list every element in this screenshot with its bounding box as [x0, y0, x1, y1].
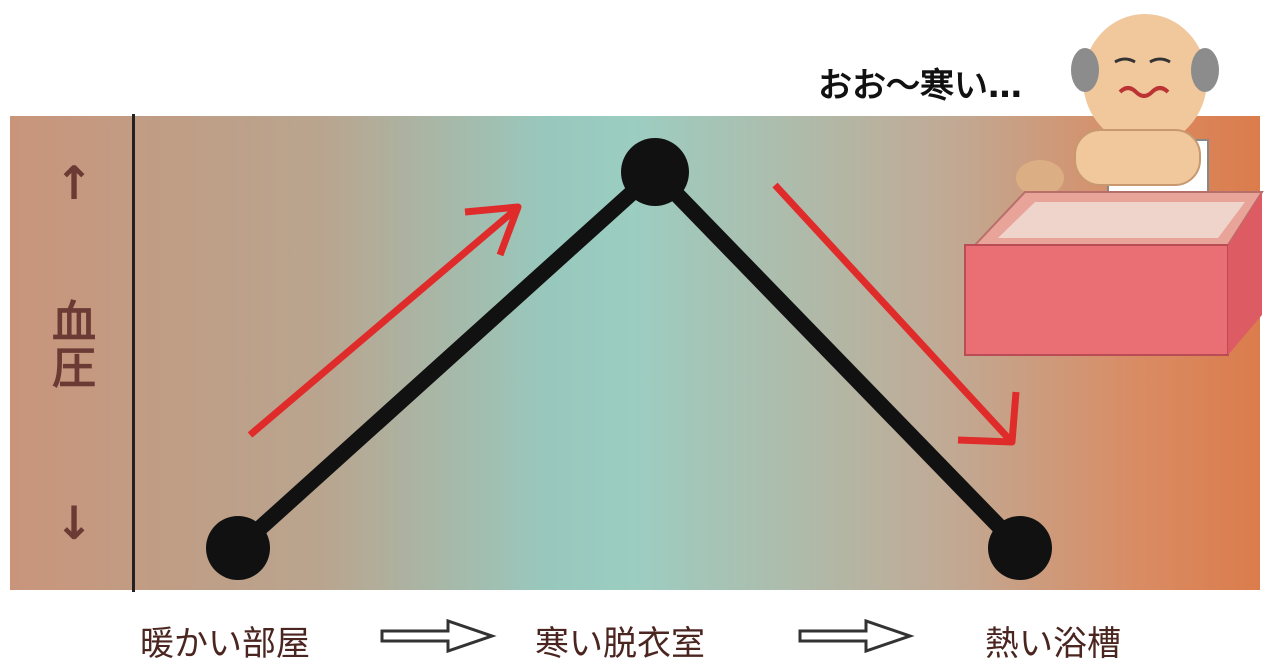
stage-hot-bath: 熱い浴槽 [985, 624, 1121, 664]
point-hot-bath [988, 516, 1052, 580]
bath-water [998, 202, 1245, 238]
old-man-eyes [1114, 57, 1171, 64]
old-man-hair-right [1191, 48, 1219, 92]
up-arrow-icon: ↑ [54, 156, 94, 210]
axis-label-blood-pressure: 血圧 [44, 297, 104, 395]
axis-label-char: 血 [52, 297, 96, 348]
speech-bubble: おお～寒い… [818, 66, 1022, 106]
old-man-head [1083, 14, 1207, 146]
old-man-shivering-mouth [1118, 86, 1170, 98]
old-man-knee [1016, 160, 1064, 196]
blood-pressure-line [232, 164, 1026, 554]
down-arrow-icon: ↓ [54, 496, 94, 550]
bathtub-side [1228, 192, 1262, 355]
flow-arrow-2-icon [798, 618, 915, 654]
flow-arrow-1-icon [380, 618, 497, 654]
point-warm-room [206, 516, 270, 580]
old-man-hair-left [1071, 48, 1099, 92]
blood-pressure-axis [132, 114, 135, 592]
axis-label-char: 圧 [52, 343, 96, 395]
bathtub-front [964, 244, 1229, 356]
drop-arrow-head [957, 391, 1020, 446]
old-man-bath-illustration [964, 14, 1264, 356]
drop-arrow-shaft [772, 182, 1013, 443]
stage-cold-dressing-room: 寒い脱衣室 [535, 624, 705, 664]
rise-arrow-shaft [247, 207, 518, 438]
axis-label-text: 血圧 [44, 297, 104, 395]
point-cold-dressing-room [621, 138, 689, 206]
stage-warm-room: 暖かい部屋 [140, 624, 310, 664]
rise-arrow-head [464, 203, 522, 257]
old-man-arms [1074, 129, 1201, 186]
